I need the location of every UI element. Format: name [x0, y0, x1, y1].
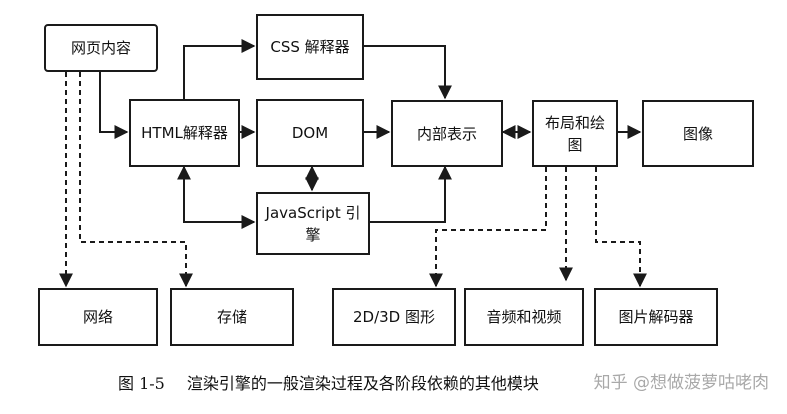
image-label: 图像 — [682, 124, 713, 143]
figure-number: 图 1-5 — [118, 374, 165, 393]
arrow-web-to-html — [99, 72, 129, 139]
html-parser-label: HTML解释器 — [141, 124, 228, 142]
css-parser-box: CSS 解释器 — [256, 14, 364, 80]
layout-paint-label: 布局和绘图 — [544, 113, 605, 154]
image-decoder-box: 图片解码器 — [594, 288, 718, 346]
javascript-engine-box: JavaScript 引擎 — [256, 192, 370, 255]
javascript-engine-label: JavaScript 引擎 — [265, 203, 361, 244]
storage-box: 存储 — [170, 288, 294, 346]
network-box: 网络 — [38, 288, 158, 346]
caption-text: 渲染引擎的一般渲染过程及各阶段依赖的其他模块 — [186, 374, 539, 393]
dom-label: DOM — [291, 124, 329, 142]
layout-paint-box: 布局和绘图 — [532, 100, 618, 167]
web-content-label: 网页内容 — [70, 39, 131, 57]
arrow-js-to-internal — [370, 165, 452, 223]
internal-representation-label: 内部表示 — [416, 124, 477, 143]
arrow-css-to-internal — [364, 45, 452, 100]
arrow-html-to-css — [183, 39, 256, 99]
dash-layout-to-graphics — [429, 167, 547, 288]
dash-web-to-storage — [79, 72, 193, 288]
web-content-box: 网页内容 — [44, 24, 158, 72]
dash-layout-to-decoder — [595, 167, 647, 288]
image-decoder-label: 图片解码器 — [618, 308, 694, 326]
dom-box: DOM — [256, 99, 364, 167]
arrow-html-js — [177, 165, 256, 229]
html-parser-box: HTML解释器 — [129, 99, 240, 167]
audio-video-label: 音频和视频 — [486, 308, 562, 326]
audio-video-box: 音频和视频 — [464, 288, 584, 346]
internal-representation-box: 内部表示 — [391, 100, 503, 167]
figure-caption: 图 1-5 渲染引擎的一般渲染过程及各阶段依赖的其他模块 — [118, 370, 778, 394]
graphics-2d3d-label: 2D/3D 图形 — [352, 308, 435, 326]
css-parser-label: CSS 解释器 — [270, 38, 350, 56]
graphics-2d3d-box: 2D/3D 图形 — [332, 288, 456, 346]
storage-label: 存储 — [216, 308, 247, 326]
image-box: 图像 — [642, 100, 754, 167]
watermark: 知乎 @想做菠萝咕咾肉 — [593, 373, 769, 393]
network-label: 网络 — [82, 308, 113, 326]
